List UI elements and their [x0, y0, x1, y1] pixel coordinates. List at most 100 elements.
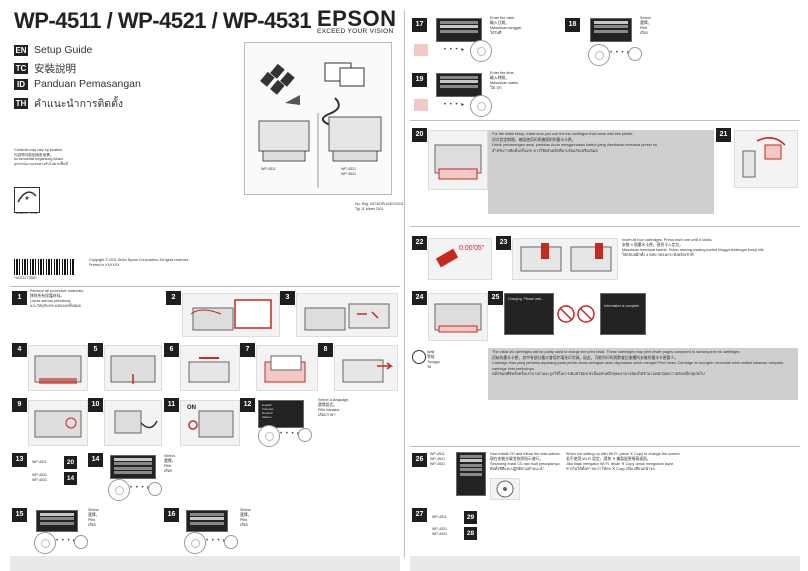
instr-line: ใส่ตลับหมึกทั้ง 4 ตลับ กดจนกระทั่งคลิกเข… — [622, 253, 694, 257]
step-11-number: 11 — [164, 398, 179, 412]
instr-line: Masukkan waktu. — [490, 81, 520, 85]
step-6-illustration — [180, 345, 240, 391]
instr-line: 輸入日期。 — [490, 21, 509, 25]
instr-line: ใส่วันที่ — [490, 31, 502, 35]
lang-name: Setup Guide — [34, 44, 93, 56]
ok-button-icon[interactable] — [628, 47, 642, 61]
lang-name: คำแนะนำการติดตั้ง — [34, 98, 124, 110]
no-touch-icons — [556, 296, 596, 332]
step-22-number: 22 — [412, 236, 427, 250]
step-18-text: Select. 選擇。 Pilih. เลือก — [640, 16, 652, 36]
lang-code: EN — [14, 44, 28, 56]
instr-line: Pilih bahasa. — [318, 408, 340, 412]
keypad-icon[interactable] — [414, 99, 428, 111]
instr-line: เลือกภาษา — [318, 413, 336, 417]
time-entry-screen[interactable] — [436, 73, 482, 97]
goto-step[interactable]: 28 — [464, 527, 477, 540]
ok-button-icon[interactable] — [148, 482, 162, 496]
instr-line: ติดตั้งซีดีและปฏิบัติตามคำแนะนำ — [490, 467, 545, 471]
step-25-number: 25 — [488, 291, 503, 305]
copyright-line: Copyright © 2011 Seiko Epson Corporation… — [89, 258, 190, 262]
ok-button-icon[interactable] — [224, 535, 238, 549]
goto-step[interactable]: 14 — [64, 472, 77, 485]
clock-icon — [412, 350, 426, 364]
step-8-number: 8 — [318, 343, 333, 357]
date-entry-screen[interactable] — [436, 18, 482, 42]
step-16-number: 16 — [164, 508, 179, 522]
dpad-icon[interactable] — [184, 532, 206, 554]
step-20-illustration — [428, 130, 488, 190]
branch-models: WP-4521 WP-4531 — [32, 473, 47, 483]
charging-message: Charging. Please wait... — [508, 297, 544, 301]
instr-line: Select a language. — [318, 398, 350, 402]
menu-item[interactable]: Italiano — [262, 415, 272, 419]
instr-line: Untuk pemasangan awal, pastikan Anda men… — [492, 143, 658, 148]
instr-line: Masukkan keempat kartrid. Tekan masing-m… — [622, 248, 765, 252]
instr-line: Masukkan tanggal. — [490, 26, 522, 30]
step-20-number: 20 — [412, 128, 427, 142]
instr-line: 移除所有保護材料。 — [30, 294, 65, 298]
instr-line: 選擇。 — [240, 513, 252, 517]
step-14-text: Select. 選擇。 Pilih. เลือก — [164, 454, 176, 474]
footer-bar-left — [10, 556, 400, 571]
instr-line: เลือก — [240, 523, 249, 527]
sequence-arrow: • • • ▸ — [444, 102, 466, 108]
section-divider — [410, 446, 800, 447]
brand-tagline: EXCEED YOUR VISION — [317, 28, 394, 35]
step-5-number: 5 — [88, 343, 103, 357]
instr-line: Pilih. — [640, 26, 649, 30]
menu-item[interactable]: Deutsch — [262, 411, 274, 415]
box-contents-panel: WP-4511 WP-4521 WP-4531 — [244, 42, 392, 195]
instr-line: Select. — [164, 454, 176, 458]
step-21-illustration — [734, 130, 798, 188]
dpad-icon[interactable] — [470, 95, 492, 117]
goto-step[interactable]: 29 — [464, 511, 477, 524]
instr-line: เลือก — [164, 469, 173, 473]
dpad-icon[interactable] — [588, 44, 610, 66]
dpad-icon[interactable] — [470, 40, 492, 62]
dpad-icon[interactable] — [34, 532, 56, 554]
step-26-models: WP-4511 WP-4521 WP-4531 — [430, 452, 445, 466]
energy-star-label: ENERGY STAR — [16, 211, 38, 215]
note-line: อุปกรณ์อาจแตกต่างกันไปตามพื้นที่ — [14, 161, 68, 166]
wait-note-band — [488, 348, 798, 400]
keypad-icon[interactable] — [414, 44, 428, 56]
dpad-icon[interactable] — [258, 425, 280, 447]
instr-line: Lepas semua pelindung. — [30, 299, 72, 303]
section-divider — [410, 226, 800, 227]
instr-line: 安裝 4 個墨水卡匣，直到卡入定位。 — [622, 243, 684, 247]
model-label: WP-4511 — [430, 452, 445, 456]
barcode — [14, 259, 74, 275]
step-1-number: 1 — [12, 291, 27, 305]
step-18-screen — [590, 18, 632, 42]
step-19-text: Enter the time. 輸入時間。 Masukkan waktu. ใส… — [490, 71, 519, 91]
brand-logo: EPSON — [317, 6, 397, 31]
lang-th: TH คำแนะนำการติดตั้ง — [14, 95, 123, 112]
instr-line: Enter the date. — [490, 16, 515, 20]
step-10-illustration — [104, 400, 162, 446]
language-menu-screen[interactable]: English Français Deutsch Italiano — [258, 400, 304, 428]
install-screen — [456, 452, 486, 496]
menu-item[interactable]: English — [262, 403, 272, 407]
dpad-icon[interactable] — [108, 479, 130, 501]
step-3-illustration — [296, 293, 398, 337]
lang-id: ID Panduan Pemasangan — [14, 78, 141, 90]
step-4-number: 4 — [12, 343, 27, 357]
wait-note-text: The initial ink cartridges will be partl… — [492, 350, 794, 378]
ok-button-icon[interactable] — [74, 535, 88, 549]
goto-step[interactable]: 20 — [64, 456, 77, 469]
charging-screen: Charging. Please wait... — [504, 293, 554, 335]
step-14-screen — [110, 455, 156, 479]
instr-line: Sekarang instal CD dan ikuti petunjuknya… — [490, 462, 561, 466]
ok-button-icon[interactable] — [298, 428, 312, 442]
step-26-text: Now install CD and follow the instructio… — [490, 452, 561, 472]
branch-model: WP-4521 — [32, 473, 47, 477]
step-15-screen — [36, 510, 78, 532]
instr-line: Select. — [240, 508, 252, 512]
step-11-illustration: ON — [180, 400, 240, 446]
model-labels-right: WP-4521 WP-4531 — [341, 167, 356, 176]
sequence-arrow: • • • ▸ — [56, 538, 78, 544]
menu-item[interactable]: Français — [262, 407, 274, 411]
model-label: WP-4521 — [430, 456, 445, 461]
reg-number: No. Reg. 0473/DPLN/KO/2011 — [355, 202, 404, 206]
